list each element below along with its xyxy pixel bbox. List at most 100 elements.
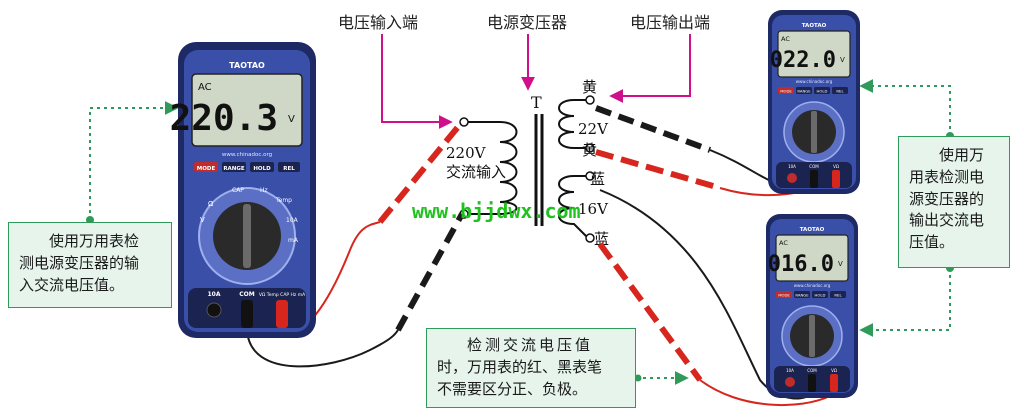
rel-button-label: REL xyxy=(283,166,295,172)
jack-label-com: COM xyxy=(239,291,255,298)
hold-button[interactable] xyxy=(250,162,274,172)
hold-button-label: HOLD xyxy=(817,89,828,94)
hold-button[interactable] xyxy=(814,87,830,94)
jack-com-plug-black[interactable] xyxy=(810,170,818,188)
note-line: 使用万 xyxy=(939,146,985,164)
dial-label-10a: 10A xyxy=(286,217,299,224)
jack-10a[interactable] xyxy=(206,302,222,318)
range-button-label: RANGE xyxy=(223,166,245,172)
primary-voltage-label: 220V xyxy=(446,144,487,162)
note-output-measurement: 使用万 用表检测电 源变压器的 输出交流电 压值。 xyxy=(898,136,1010,268)
arrow-input-terminal xyxy=(381,34,453,129)
jack-label-v: VΩ xyxy=(833,164,839,169)
mode-button[interactable] xyxy=(778,87,794,94)
note-line: 时，万用表的红、黑表笔 xyxy=(437,357,603,376)
dial-pointer xyxy=(811,111,817,153)
arrow-output-terminal xyxy=(609,34,691,103)
meter-lcd xyxy=(191,73,303,147)
left-red-probe xyxy=(377,120,465,224)
meter-reading: 016.0 xyxy=(768,252,834,277)
hold-button[interactable] xyxy=(812,291,828,298)
note-line: 不需要区分正、负极。 xyxy=(437,379,588,398)
jack-10a[interactable] xyxy=(787,173,797,183)
meter-lcd xyxy=(777,30,851,78)
rel-button[interactable] xyxy=(278,162,300,172)
meter-buttons: MODE RANGE HOLD REL xyxy=(194,162,300,172)
top-right-black-probe xyxy=(594,105,712,153)
dial-pointer xyxy=(809,315,815,357)
note-line: 源变压器的 xyxy=(909,189,985,208)
label-voltage-input-terminal: 电压输入端 xyxy=(338,13,418,32)
secondary-top-voltage: 22V xyxy=(578,120,609,138)
rel-button-label: REL xyxy=(836,89,844,94)
primary-caption: 交流输入 xyxy=(446,163,506,181)
hold-button-label: HOLD xyxy=(815,293,826,298)
meter-brand: TAOTAO xyxy=(800,227,825,233)
note-line: 用表检测电 xyxy=(909,167,985,186)
range-button[interactable] xyxy=(794,291,810,298)
secondary-bottom-voltage: 16V xyxy=(578,200,609,218)
meter-unit: V xyxy=(838,260,843,268)
note-line: 测电源变压器的输 xyxy=(19,253,140,272)
mode-button[interactable] xyxy=(194,162,218,172)
primary-terminal-top xyxy=(459,117,469,127)
transformer-core-label: T xyxy=(531,93,542,112)
connector-input-note xyxy=(89,101,179,220)
note-line: 使用万用表检 xyxy=(49,232,140,250)
jack-v-plug-red[interactable] xyxy=(830,374,838,392)
wire-color-yellow-1: 黄 xyxy=(582,78,597,96)
connector-output-note-top xyxy=(859,79,951,136)
range-button[interactable] xyxy=(796,87,812,94)
dial-pointer xyxy=(243,204,251,268)
note-line: 输出交流电 xyxy=(909,211,985,230)
mode-button[interactable] xyxy=(776,291,792,298)
jack-v-plug-red[interactable] xyxy=(832,170,840,188)
jack-v-plug-red[interactable] xyxy=(276,300,288,328)
connector-polarity-note-dot xyxy=(634,374,642,382)
mode-button-label: MODE xyxy=(780,89,792,94)
secondary-bottom-terminal-2 xyxy=(585,233,595,243)
meter-brand: TAOTAO xyxy=(802,23,827,29)
bottom-right-black-lead xyxy=(599,189,813,400)
jack-label-v: VΩ xyxy=(831,368,837,373)
note-line: 检测交流电压值 xyxy=(467,336,594,354)
note-input-measurement: 使用万用表检 测电源变压器的输 入交流电压值。 xyxy=(8,222,172,308)
jack-com-plug-black[interactable] xyxy=(241,300,253,328)
jack-label-com: COM xyxy=(807,368,817,373)
rel-button[interactable] xyxy=(830,291,846,298)
jack-com-plug-black[interactable] xyxy=(808,374,816,392)
rel-button[interactable] xyxy=(832,87,848,94)
label-power-transformer: 电源变压器 xyxy=(487,13,567,32)
meter-mode: AC xyxy=(779,239,788,247)
jack-label-10a: 10A xyxy=(788,164,796,169)
meter-website: www.chinadoc.org xyxy=(796,79,833,84)
range-button-label: RANGE xyxy=(795,293,809,298)
jack-label-v: VΩ Temp CAP Hz mA xyxy=(259,292,306,298)
note-line: 压值。 xyxy=(909,233,955,251)
dial-label-v: V xyxy=(200,216,205,224)
secondary-winding-top xyxy=(558,99,588,149)
wire-color-blue-2: 蓝 xyxy=(594,230,609,248)
wire-color-blue-1: 蓝 xyxy=(590,170,605,188)
bottom-right-red-lead xyxy=(699,379,831,407)
range-button-label: RANGE xyxy=(797,89,811,94)
meter-website: www.chinadoc.org xyxy=(794,283,831,288)
range-button[interactable] xyxy=(222,162,246,172)
multimeter-output-16v: TAOTAO AC 016.0 V www.chinadoc.org MODE … xyxy=(766,214,858,398)
label-voltage-output-terminal: 电压输出端 xyxy=(630,13,710,32)
dial-label-ohm: Ω xyxy=(208,200,214,208)
dial-label-hz: Hz xyxy=(260,187,268,194)
meter-lcd xyxy=(775,234,849,282)
rel-button-label: REL xyxy=(834,293,842,298)
jack-label-10a: 10A xyxy=(786,368,794,373)
secondary-winding-bottom xyxy=(558,175,589,239)
meter-unit: V xyxy=(288,114,295,125)
watermark: www.bjjdwx.com xyxy=(412,199,581,223)
hold-button-label: HOLD xyxy=(253,166,271,172)
jack-label-10a: 10A xyxy=(208,291,221,298)
mode-button-label: MODE xyxy=(197,166,216,172)
dial-label-cap: CAP xyxy=(232,187,244,194)
jack-10a[interactable] xyxy=(785,377,795,387)
note-polarity: 检测交流电压值 时，万用表的红、黑表笔 不需要区分正、负极。 xyxy=(426,328,636,408)
